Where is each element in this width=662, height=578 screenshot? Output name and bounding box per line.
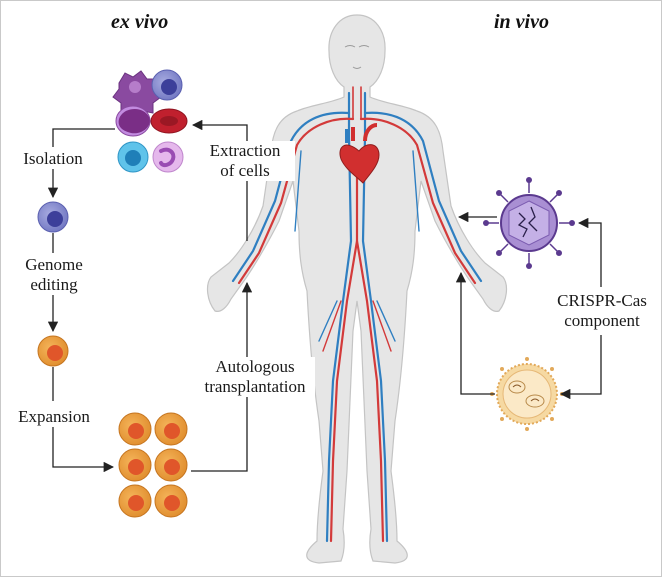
blood-cell-cluster (112, 69, 188, 173)
viral-vector-icon (483, 177, 575, 269)
red-blood-cell-icon (150, 108, 188, 134)
expanded-cell (154, 412, 188, 446)
label-genome-editing-line2: editing (30, 275, 78, 294)
label-autologous-line2: transplantation (204, 377, 306, 396)
arrow-transplantation (191, 281, 253, 472)
neutrophil-cell-icon (117, 141, 149, 173)
label-expansion: Expansion (18, 407, 90, 426)
isolated-cell-icon (37, 201, 69, 233)
arrow-to-isolation (52, 128, 115, 147)
flow-arrows (47, 119, 602, 473)
label-extraction-of-cells: Extraction of cells (195, 141, 295, 181)
arteries (237, 86, 477, 543)
label-extraction-line1: Extraction (209, 141, 281, 160)
monocyte-cell-icon (115, 105, 151, 137)
expanded-cell (118, 448, 152, 482)
arrow-extraction (191, 119, 248, 241)
lipid-nanoparticle-icon (490, 357, 564, 431)
heart-icon (339, 123, 380, 184)
lymphocyte-cell-icon (151, 69, 183, 101)
label-autologous-transplantation: Autologous transplantation (195, 357, 315, 397)
expanded-cell (118, 484, 152, 518)
eosinophil-cell-icon (152, 141, 184, 173)
expanded-cell (154, 448, 188, 482)
label-genome-editing: Genome editing (9, 255, 99, 295)
label-isolation: Isolation (23, 149, 83, 168)
label-crispr-cas-component: CRISPR-Cas component (547, 291, 657, 331)
heading-ex-vivo: ex vivo (111, 11, 169, 33)
platelet-cell-icon (112, 70, 162, 120)
heading-in-vivo: in vivo (494, 11, 549, 33)
expanded-cell (118, 412, 152, 446)
label-extraction-line2: of cells (220, 161, 270, 180)
edited-cell-icon (37, 335, 69, 367)
label-genome-editing-line1: Genome (25, 255, 83, 274)
expanded-cell (154, 484, 188, 518)
label-crispr-line2: component (564, 311, 640, 330)
label-crispr-line1: CRISPR-Cas (557, 291, 647, 310)
arrow-lnp-to-body (455, 271, 495, 395)
label-autologous-line1: Autologous (215, 357, 295, 376)
arrow-crispr-to-lnp (559, 335, 602, 400)
arrow-crispr-to-virus (577, 217, 602, 287)
expanded-cells-group (118, 412, 188, 518)
arrow-expansion-to-cells (52, 427, 115, 473)
